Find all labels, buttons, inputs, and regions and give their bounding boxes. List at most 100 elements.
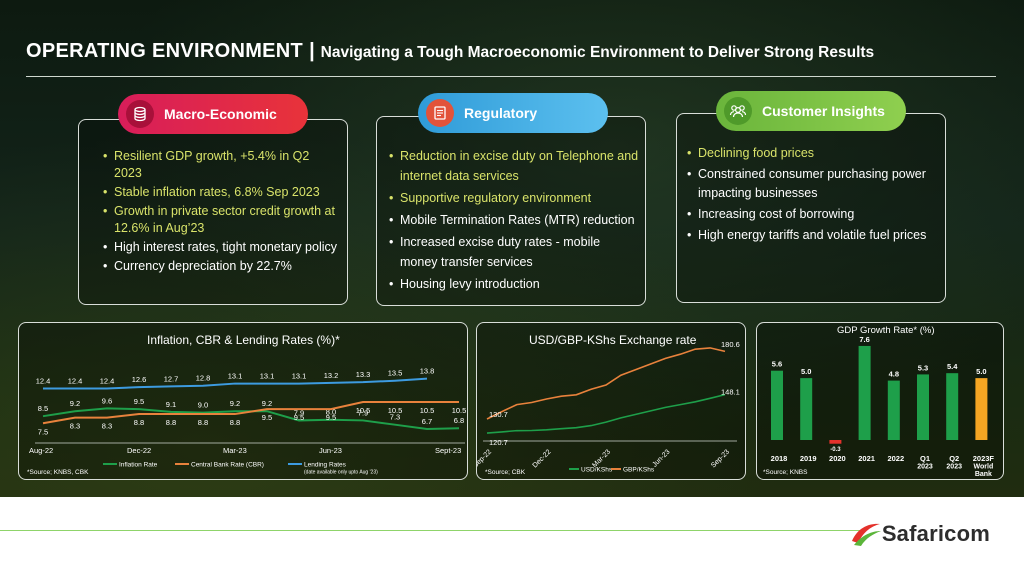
list-item: Growth in private sector credit growth a… (103, 203, 339, 237)
data-label: 9.2 (70, 399, 80, 408)
list-item: High interest rates, tight monetary poli… (103, 239, 339, 256)
end-value-label: 180.6 (721, 340, 740, 349)
list-item: Increased excise duty rates - mobile mon… (389, 232, 639, 272)
series-line-2 (42, 401, 459, 425)
title-separator: | (309, 40, 315, 62)
regulatory-heading: Regulatory (418, 93, 608, 133)
series-line-1 (486, 393, 726, 434)
panel-heading-label: Regulatory (464, 105, 538, 121)
x-tick-label: 2023 (917, 464, 933, 471)
list-item: Increasing cost of borrowing (687, 205, 939, 224)
data-label: 9.0 (198, 401, 208, 410)
x-tick-label: Mar-23 (223, 446, 247, 455)
legend-label: Central Bank Rate (CBR) (191, 462, 264, 469)
data-label: 6.8 (454, 416, 464, 425)
data-label: 8.8 (230, 418, 240, 427)
chart-title: GDP Growth Rate* (%) (837, 325, 935, 336)
data-label: 9.5 (294, 413, 304, 422)
brand-name: Safaricom (881, 521, 990, 546)
data-label: 13.3 (356, 370, 371, 379)
x-tick-label: Q2 (949, 454, 959, 463)
legend-note: (date available only upto Aug '23) (304, 470, 378, 476)
data-label: 9.5 (262, 413, 272, 422)
data-label: 4.8 (889, 370, 899, 379)
x-tick-label: Sep-22 (477, 448, 493, 469)
footer-divider (0, 530, 860, 531)
gdp-bar (771, 370, 783, 440)
data-label: -0.3 (830, 447, 841, 453)
gdp-bar (946, 373, 959, 440)
list-item: High energy tariffs and volatile fuel pr… (687, 226, 939, 245)
end-value-label: 148.1 (721, 388, 740, 397)
data-label: 13.1 (228, 372, 243, 381)
start-value-label: 120.7 (489, 438, 508, 447)
list-item: Resilient GDP growth, +5.4% in Q2 2023 (103, 148, 339, 182)
macro-economic-panel: Resilient GDP growth, +5.4% in Q2 2023 S… (78, 119, 348, 305)
gdp-bar (858, 345, 871, 440)
data-label: 5.4 (947, 362, 958, 371)
x-tick-label: Dec-22 (127, 446, 151, 455)
x-tick-label: Sept-23 (435, 446, 461, 455)
data-label: 8.0 (326, 408, 336, 417)
x-tick-label: Bank (975, 471, 992, 478)
data-label: 12.7 (164, 374, 179, 383)
list-item: Declining food prices (687, 144, 939, 163)
data-label: 5.0 (801, 367, 811, 376)
chart-source: *Source; CBK (485, 469, 526, 476)
gdp-bar (800, 378, 813, 440)
data-label: 13.1 (292, 372, 307, 381)
x-tick-label: Sep-23 (710, 448, 731, 469)
x-tick-label: 2018 (771, 454, 788, 463)
list-item: Housing levy introduction (389, 274, 639, 294)
people-icon (724, 97, 752, 125)
data-label: 13.2 (324, 371, 339, 380)
series-line-3 (43, 377, 428, 390)
data-label: 8.8 (198, 418, 208, 427)
data-label: 7.6 (859, 335, 869, 344)
coins-icon (126, 100, 154, 128)
data-label: 13.5 (388, 369, 403, 378)
data-label: 7.3 (390, 413, 400, 422)
chart-source: *Source; KNBS, CBK (27, 469, 89, 476)
footer: Safaricom (0, 497, 1024, 576)
list-item: Currency depreciation by 22.7% (103, 258, 339, 275)
data-label: 7.5 (38, 427, 48, 436)
data-label: 13.1 (260, 372, 275, 381)
data-label: 12.8 (196, 374, 211, 383)
panel-heading-label: Customer Insights (762, 103, 885, 119)
data-label: 7.9 (294, 408, 304, 417)
safaricom-logo: Safaricom (848, 521, 990, 547)
data-label: 12.4 (100, 377, 115, 386)
regulatory-panel: Reduction in excise duty on Telephone an… (376, 116, 646, 306)
x-tick-label: Dec-22 (532, 448, 553, 469)
x-tick-label: 2023F (973, 454, 995, 463)
series-line-2 (486, 347, 726, 420)
slide-title: OPERATING ENVIRONMENT | Navigating a Tou… (26, 40, 874, 63)
list-item: Supportive regulatory environment (389, 188, 639, 208)
x-tick-label: World (974, 464, 994, 471)
data-label: 10.5 (356, 406, 371, 415)
data-label: 5.3 (918, 363, 928, 372)
list-item: Reduction in excise duty on Telephone an… (389, 146, 639, 186)
title-subtitle: Navigating a Tough Macroeconomic Environ… (320, 44, 875, 61)
slide-background: OPERATING ENVIRONMENT | Navigating a Tou… (0, 0, 1024, 497)
x-tick-label: 2021 (858, 454, 875, 463)
data-label: 10.5 (388, 406, 403, 415)
x-tick-label: 2020 (829, 454, 846, 463)
macro-economic-heading: Macro-Economic (118, 94, 308, 134)
x-tick-label: Jun-23 (319, 446, 342, 455)
x-tick-label: 2023 (946, 464, 962, 471)
data-label: 9.5 (326, 413, 336, 422)
document-icon (426, 99, 454, 127)
chart-title: Inflation, CBR & Lending Rates (%)* (147, 333, 340, 347)
data-label: 12.4 (36, 377, 51, 386)
legend-label: GBP/KShs (623, 467, 655, 474)
data-label: 5.0 (976, 367, 986, 376)
customer-insights-heading: Customer Insights (716, 91, 906, 131)
data-label: 8.8 (166, 418, 176, 427)
legend-label: Inflation Rate (119, 462, 158, 469)
data-label: 12.4 (68, 377, 83, 386)
data-label: 12.6 (132, 375, 147, 384)
chart-title: USD/GBP-KShs Exchange rate (529, 333, 697, 347)
